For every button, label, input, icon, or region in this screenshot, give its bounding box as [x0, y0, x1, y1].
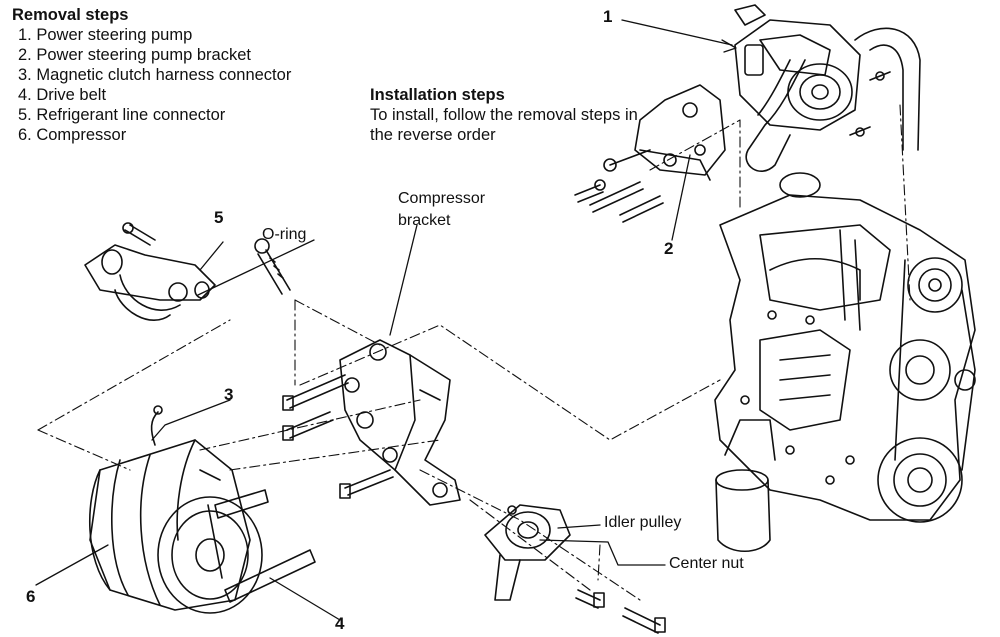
center-nut-label: Center nut — [669, 555, 744, 572]
engine-block — [714, 172, 976, 523]
pump-bracket — [609, 84, 726, 181]
bracket-bolts — [282, 374, 394, 499]
idler-bolts — [575, 589, 666, 634]
alignment-lines — [37, 104, 911, 601]
callout-5: 5 — [214, 208, 224, 227]
removal-steps-list: 1. Power steering pump 2. Power steering… — [12, 25, 291, 145]
compressor-bracket — [339, 339, 461, 506]
leader-lines — [35, 19, 737, 621]
power-steering-pump — [734, 4, 861, 131]
removal-steps: Removal steps 1. Power steering pump 2. … — [12, 5, 291, 145]
idler-pulley — [484, 504, 571, 601]
removal-step-5: 5. Refrigerant line connector — [18, 106, 226, 124]
compressor — [88, 405, 263, 614]
removal-steps-heading: Removal steps — [12, 6, 129, 24]
oil-filter — [715, 419, 776, 552]
installation-steps: Installation steps To install, follow th… — [370, 85, 650, 145]
connector-bolt — [254, 238, 291, 295]
removal-step-4: 4. Drive belt — [18, 86, 107, 104]
callout-4: 4 — [335, 614, 345, 633]
installation-steps-text: To install, follow the removal steps in … — [370, 106, 638, 144]
callout-2: 2 — [664, 239, 674, 258]
pump-bracket-bolts — [574, 71, 891, 223]
callout-3: 3 — [224, 385, 234, 404]
removal-step-6: 6. Compressor — [18, 126, 127, 144]
callout-1: 1 — [603, 7, 613, 26]
removal-step-2: 2. Power steering pump bracket — [18, 46, 251, 64]
installation-steps-heading: Installation steps — [370, 86, 505, 104]
callout-6: 6 — [26, 587, 36, 606]
oring-label: O-ring — [262, 226, 307, 243]
removal-step-1: 1. Power steering pump — [18, 26, 193, 44]
compressor-bracket-label-line1: Compressor — [398, 190, 486, 207]
drive-belt — [207, 489, 316, 603]
power-steering-hose — [745, 27, 921, 172]
removal-step-3: 3. Magnetic clutch harness connector — [18, 66, 292, 84]
compressor-bracket-label-line2: bracket — [398, 212, 451, 229]
idler-pulley-label: Idler pulley — [604, 514, 682, 531]
refrigerant-line-connector — [84, 222, 216, 321]
